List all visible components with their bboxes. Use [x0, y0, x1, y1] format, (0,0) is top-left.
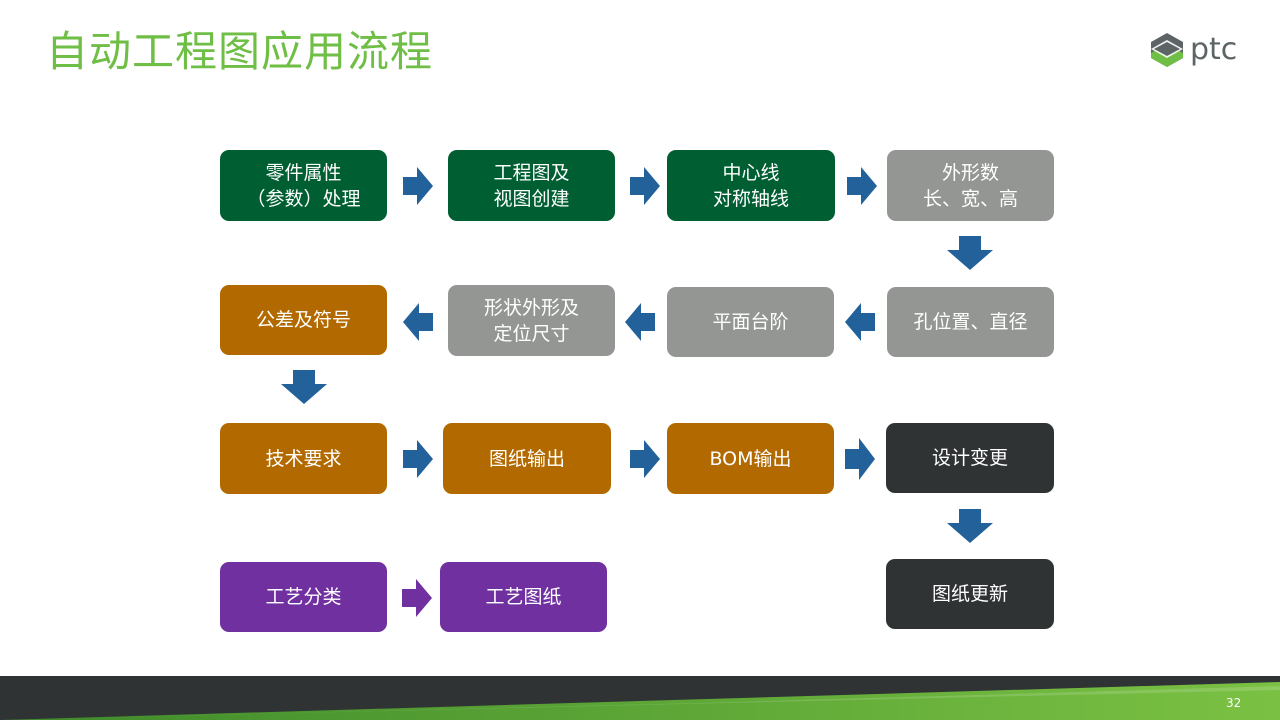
flow-box-label: 视图创建	[493, 187, 570, 210]
flow-box-outline-dimensions: 外形数 长、宽、高	[887, 150, 1054, 221]
arrow-right-icon	[630, 440, 660, 478]
flow-box-label: BOM输出	[709, 447, 792, 470]
flow-box-centerline: 中心线 对称轴线	[667, 150, 835, 221]
flow-box-hole-position: 孔位置、直径	[887, 287, 1054, 357]
flow-box-label: 孔位置、直径	[913, 311, 1028, 333]
flow-box-label: 工程图及	[493, 161, 570, 184]
flow-box-label: 长、宽、高	[922, 187, 1018, 210]
flow-box-label: 形状外形及	[483, 296, 579, 319]
flow-box-part-attributes: 零件属性 （参数）处理	[220, 150, 387, 221]
arrow-left-icon	[403, 303, 433, 341]
arrow-down-icon	[947, 236, 993, 270]
footer-band	[0, 676, 1280, 720]
page-number: 32	[1226, 696, 1242, 710]
flow-box-drawing-update: 图纸更新	[886, 559, 1054, 629]
flow-box-process-drawing: 工艺图纸	[440, 562, 607, 632]
flow-box-design-change: 设计变更	[886, 423, 1054, 493]
flow-box-technical-requirements: 技术要求	[220, 423, 387, 494]
flow-box-label: 图纸更新	[931, 583, 1008, 605]
flow-box-bom-output: BOM输出	[667, 423, 834, 494]
arrow-right-icon	[403, 440, 433, 478]
arrow-right-icon	[403, 167, 433, 205]
flow-box-label: 工艺图纸	[485, 586, 562, 608]
flow-box-label: 中心线	[722, 161, 780, 184]
flow-box-tolerance-symbols: 公差及符号	[220, 285, 387, 355]
flow-box-label: 工艺分类	[265, 586, 342, 608]
flow-box-label: 外形数	[941, 161, 999, 184]
arrow-down-icon	[947, 509, 993, 543]
flow-box-label: 公差及符号	[255, 309, 351, 331]
arrow-left-icon	[845, 303, 875, 341]
flow-box-shape-location: 形状外形及 定位尺寸	[448, 285, 615, 356]
flow-box-label: （参数）处理	[246, 187, 361, 210]
flow-box-drawing-output: 图纸输出	[443, 423, 611, 494]
flow-box-label: 对称轴线	[712, 187, 789, 210]
arrow-right-icon	[845, 438, 875, 480]
flow-box-label: 定位尺寸	[493, 322, 570, 345]
flow-box-label: 技术要求	[265, 447, 342, 470]
flow-box-drawing-creation: 工程图及 视图创建	[448, 150, 615, 221]
ptc-logo-icon	[1151, 33, 1183, 67]
arrow-left-icon	[625, 303, 655, 341]
flow-box-label: 零件属性	[265, 161, 342, 184]
flow-box-plane-step: 平面台阶	[667, 287, 834, 357]
flow-box-label: 设计变更	[931, 447, 1008, 469]
ptc-logo-text: ptc	[1190, 32, 1238, 67]
ptc-logo: ptc	[1150, 30, 1237, 70]
flow-box-label: 平面台阶	[712, 311, 789, 333]
flow-box-process-classification: 工艺分类	[220, 562, 387, 632]
arrow-right-icon	[630, 167, 660, 205]
arrow-right-icon	[402, 579, 432, 617]
arrow-right-icon	[847, 167, 877, 205]
flow-box-label: 图纸输出	[488, 447, 565, 470]
slide-title: 自动工程图应用流程	[46, 27, 434, 76]
arrow-down-icon	[281, 370, 327, 404]
